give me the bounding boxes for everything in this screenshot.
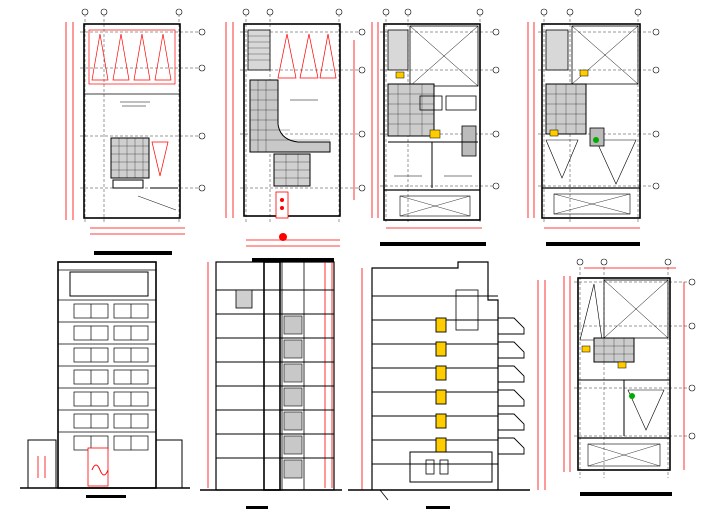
floor-plan-2 [225,8,366,262]
plan-2-dimensions [225,22,355,247]
floor-plan-1 [65,8,206,255]
section-b [348,261,546,509]
floor-plan-roof [563,258,696,496]
front-elevation [20,261,190,498]
plan-1-dimensions [65,22,185,235]
section-a [200,261,342,509]
floor-plan-4 [527,8,660,246]
floor-plan-3 [371,8,500,246]
